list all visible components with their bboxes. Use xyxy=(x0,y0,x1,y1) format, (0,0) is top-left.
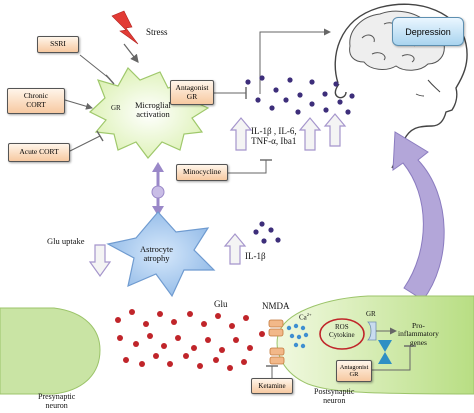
chronic-cort-arrow xyxy=(64,99,93,110)
ca-text: Ca xyxy=(299,313,307,322)
ssri-label: SSRI xyxy=(50,39,66,49)
antagonist-gr-bottom-line xyxy=(371,346,411,371)
ssri-box: SSRI xyxy=(37,36,79,53)
minocycline-box: Minocycline xyxy=(176,164,228,181)
nmda-label: NMDA xyxy=(262,301,290,311)
acute-cort-label: Acute CORT xyxy=(19,147,59,157)
postsynaptic-neuron xyxy=(276,295,474,395)
ca-label: Ca2+ xyxy=(299,312,312,322)
presynaptic-neuron xyxy=(0,307,101,395)
ketamine-label: Ketamine xyxy=(258,381,286,390)
minocycline-label: Minocycline xyxy=(183,167,221,177)
head-profile-icon xyxy=(334,3,468,169)
gr-receptor-icon xyxy=(367,321,377,341)
dna-icon xyxy=(378,340,392,364)
chronic-cort-label: Chronic CORT xyxy=(23,91,49,109)
glu-uptake-label: Glu uptake xyxy=(47,236,85,246)
acute-cort-inhibit-bar xyxy=(96,130,104,142)
postsynaptic-neuron-label: Postsynaptic neuron xyxy=(314,387,355,405)
ros-cytokine-label: ROS Cytokine xyxy=(329,323,355,339)
il1b-astro-label: IL-1β xyxy=(245,251,266,261)
astrocyte-cell xyxy=(106,211,216,298)
stress-label: Stress xyxy=(146,27,168,37)
stress-arrow xyxy=(123,43,139,63)
proinflammatory-genes-label: Pro- inflammatory genes xyxy=(398,321,439,347)
astrocyte-atrophy-label: Astrocyte atrophy xyxy=(140,244,174,264)
ca-superscript: 2+ xyxy=(306,312,312,317)
ros-cytokine-circle xyxy=(319,318,365,350)
gr-microglia-label: GR xyxy=(111,104,121,112)
stress-bolt-icon xyxy=(111,10,139,45)
ca-dots xyxy=(286,323,309,349)
microglia-astrocyte-link xyxy=(151,162,165,216)
feedback-curved-arrow xyxy=(392,131,445,301)
ssri-inhibit-bar xyxy=(105,74,115,85)
astro-il1b-dots xyxy=(253,221,281,244)
antagonist-gr-top-box: Antagonist GR xyxy=(170,80,214,105)
ssri-line xyxy=(79,54,111,80)
minocycline-line xyxy=(227,160,267,174)
antagonist-gr-bottom-box: Antagonist GR xyxy=(336,360,372,382)
glu-dots xyxy=(115,309,265,371)
cytokine-to-depression-line xyxy=(259,28,331,94)
glu-uptake-down-arrow xyxy=(88,244,112,278)
chronic-cort-box: Chronic CORT xyxy=(7,88,65,114)
nmda-receptor xyxy=(268,319,285,365)
acute-cort-box: Acute CORT xyxy=(8,143,70,162)
acute-cort-line xyxy=(69,135,101,152)
antagonist-gr-top-label: Antagonist GR xyxy=(175,82,209,101)
gr-post-label: GR xyxy=(366,310,376,318)
antagonist-gr-bottom-label: Antagonist GR xyxy=(339,363,369,378)
glu-label: Glu xyxy=(214,299,228,309)
depression-label: Depression xyxy=(405,26,451,37)
presynaptic-neuron-label: Presynaptic neuron xyxy=(38,392,76,410)
cytokines-label: IL-1β , IL-6, TNF-α, Iba1 xyxy=(251,126,297,146)
up-arrows xyxy=(223,113,347,265)
depression-box: Depression xyxy=(392,17,464,46)
cytokine-dots xyxy=(245,75,355,115)
ketamine-box: Ketamine xyxy=(251,378,293,394)
microglial-activation-label: Microglial activation xyxy=(135,100,171,120)
